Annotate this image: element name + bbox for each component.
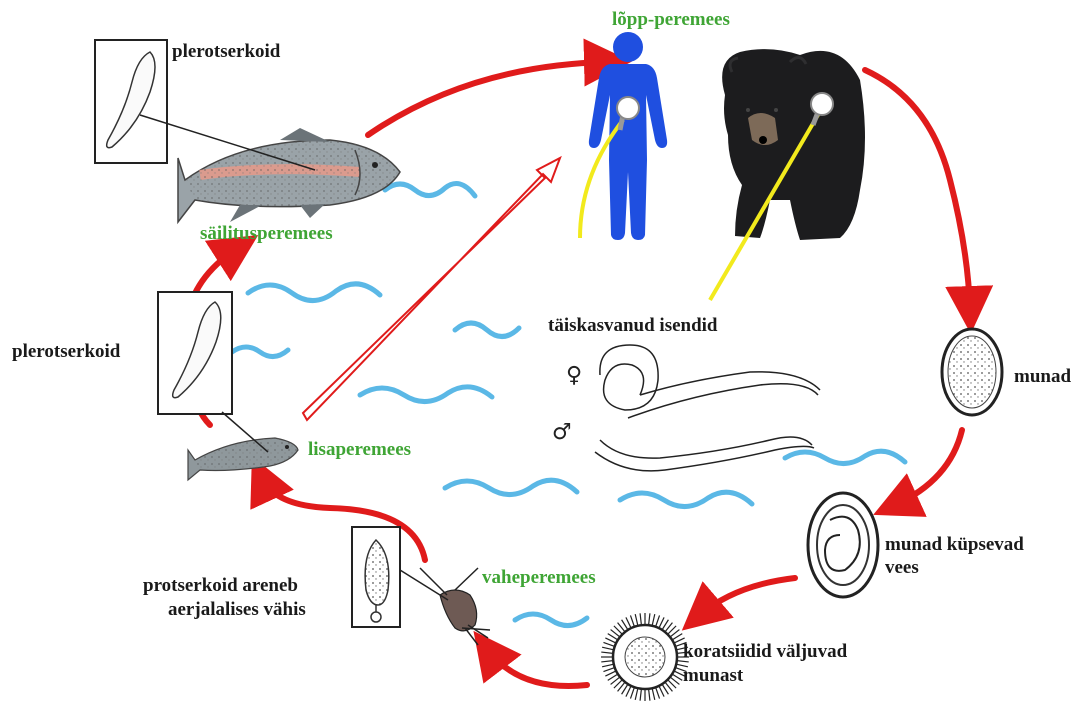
small-fish-icon xyxy=(188,438,298,480)
coracidium-icon xyxy=(601,613,689,701)
maturing-egg-icon xyxy=(808,493,878,597)
label-procercoid-1: protserkoid areneb xyxy=(143,574,298,597)
egg-icon xyxy=(942,329,1002,415)
label-eggs-mature-1: munad küpsevad xyxy=(885,533,1024,556)
bear-icon xyxy=(722,49,865,240)
label-first-intermediate-host: vaheperemees xyxy=(482,566,596,589)
label-procercoid-2: aerjalalises vähis xyxy=(168,598,306,621)
plerocercoid-box-left xyxy=(158,292,268,452)
salmon-icon xyxy=(178,128,400,222)
label-eggs: munad xyxy=(1014,365,1071,388)
label-plerocercoid-top: plerotserkoid xyxy=(172,40,280,63)
label-adult-worms: täiskasvanud isendid xyxy=(548,314,718,337)
label-definitive-host: lõpp-peremees xyxy=(612,8,730,31)
copepod-icon xyxy=(420,568,490,645)
arrow-maturing-to-coracidia xyxy=(700,578,795,615)
label-eggs-mature-2: vees xyxy=(885,556,919,579)
label-coracidia-1: koratsiidid väljuvad xyxy=(683,640,847,663)
label-plerocercoid-left: plerotserkoid xyxy=(12,340,120,363)
arrow-eggs-to-maturing xyxy=(895,430,962,505)
arrow-coracidia-to-copepod xyxy=(488,650,587,686)
water-waves xyxy=(232,184,905,626)
arrow-fish-to-human xyxy=(368,62,608,135)
label-coracidia-2: munast xyxy=(683,664,743,687)
arrow-bear-to-eggs xyxy=(865,70,970,310)
male-symbol: ♂ xyxy=(552,420,572,445)
label-paratenic-host: säilitusperemees xyxy=(200,222,333,245)
label-second-intermediate-host: lisaperemees xyxy=(308,438,411,461)
female-symbol: ♀ xyxy=(566,363,582,388)
procercoid-box xyxy=(352,527,448,627)
adult-worms-icon xyxy=(595,345,820,471)
